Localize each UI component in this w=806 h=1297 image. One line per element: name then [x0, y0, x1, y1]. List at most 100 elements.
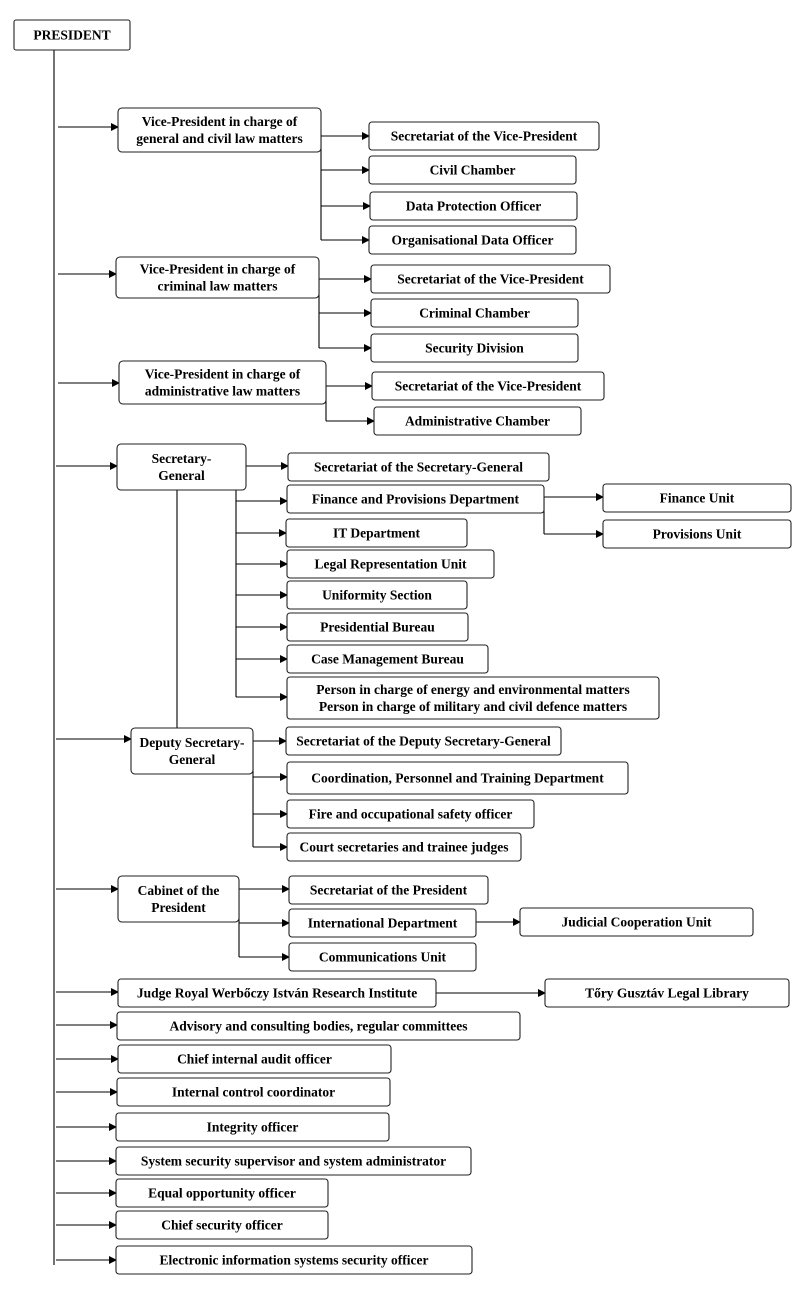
org-box-legal-library: Tőry Gusztáv Legal Library [544, 978, 790, 1008]
org-box-frame [117, 1044, 392, 1074]
org-box-coordination-personnel-training: Coordination, Personnel and Training Dep… [286, 761, 629, 795]
org-box-frame [286, 484, 545, 514]
org-box-system-security: System security supervisor and system ad… [115, 1146, 472, 1176]
org-box-label: Provisions Unit [653, 527, 742, 542]
org-box-label: Finance and Provisions Department [312, 492, 520, 507]
org-box-frame [288, 908, 477, 938]
org-box-label: System security supervisor and system ad… [141, 1154, 446, 1169]
org-box-equal-opportunity: Equal opportunity officer [115, 1178, 329, 1208]
org-box-frame [370, 264, 611, 294]
org-box-label: Judge Royal Werbőczy István Research Ins… [137, 986, 417, 1001]
org-box-frame [116, 443, 247, 491]
org-box-label: President [151, 900, 206, 915]
org-box-deputy-secretary-general: Deputy Secretary-General [130, 727, 254, 775]
org-box-frame [115, 1146, 472, 1176]
org-box-label: Secretary- [152, 451, 212, 466]
org-box-label: Person in charge of energy and environme… [316, 682, 630, 697]
org-box-label: general and civil law matters [136, 131, 302, 146]
org-box-label: Cabinet of the [138, 883, 220, 898]
org-box-chief-internal-audit: Chief internal audit officer [117, 1044, 392, 1074]
org-box-international-department: International Department [288, 908, 477, 938]
org-box-eis-security: Electronic information systems security … [115, 1245, 473, 1275]
org-box-sg-secretariat: Secretariat of the Secretary-General [287, 452, 550, 482]
org-box-label: General [158, 468, 205, 483]
org-box-frame [285, 518, 468, 548]
org-box-label: Electronic information systems security … [160, 1253, 429, 1268]
org-box-label: Equal opportunity officer [148, 1186, 296, 1201]
org-box-frame [116, 1011, 521, 1041]
org-box-presidential-bureau: Presidential Bureau [286, 612, 469, 642]
org-box-label: International Department [308, 916, 458, 931]
org-box-label: Vice-President in charge of [140, 262, 296, 277]
org-box-frame [369, 191, 578, 221]
org-box-frame [544, 978, 790, 1008]
org-box-civil-chamber: Civil Chamber [368, 155, 577, 185]
org-box-label: Integrity officer [207, 1120, 299, 1135]
org-box-frame [286, 676, 660, 720]
org-box-label: Deputy Secretary- [139, 735, 244, 750]
org-box-president: PRESIDENT [13, 19, 131, 51]
org-box-label: Chief internal audit officer [177, 1052, 332, 1067]
org-box-frame [368, 121, 600, 151]
org-box-label: Case Management Bureau [311, 652, 464, 667]
org-box-label: IT Department [333, 526, 421, 541]
org-box-organisational-data-officer: Organisational Data Officer [368, 225, 577, 255]
org-box-label: Coordination, Personnel and Training Dep… [311, 771, 604, 786]
org-box-fire-safety-officer: Fire and occupational safety officer [286, 799, 535, 829]
org-box-frame [115, 1112, 390, 1142]
org-box-label: Person in charge of military and civil d… [319, 699, 627, 714]
org-box-frame [286, 832, 522, 862]
org-box-data-protection-officer: Data Protection Officer [369, 191, 578, 221]
org-box-it-department: IT Department [285, 518, 468, 548]
org-box-president-secretariat: Secretariat of the President [288, 875, 489, 905]
org-box-security-division: Security Division [370, 333, 579, 363]
org-box-label: Finance Unit [660, 491, 735, 506]
org-box-label: PRESIDENT [33, 28, 110, 43]
org-box-frame [13, 19, 131, 51]
org-box-provisions-unit: Provisions Unit [602, 519, 792, 549]
org-box-frame [370, 333, 579, 363]
org-box-frame [116, 1077, 391, 1107]
org-box-energy-defence-persons: Person in charge of energy and environme… [286, 676, 660, 720]
org-box-frame [286, 644, 489, 674]
org-box-label: Criminal Chamber [419, 306, 530, 321]
org-box-label: Judicial Cooperation Unit [561, 915, 712, 930]
org-box-judicial-cooperation-unit: Judicial Cooperation Unit [519, 907, 754, 937]
org-box-internal-control: Internal control coordinator [116, 1077, 391, 1107]
org-box-court-secretaries: Court secretaries and trainee judges [286, 832, 522, 862]
org-box-label: Uniformity Section [322, 588, 432, 603]
org-box-label: criminal law matters [158, 279, 278, 294]
org-box-frame [602, 483, 792, 513]
org-box-frame [117, 107, 322, 153]
org-box-vp-criminal-secretariat: Secretariat of the Vice-President [370, 264, 611, 294]
org-box-vp-criminal: Vice-President in charge of criminal law … [115, 256, 320, 299]
org-box-label: Communications Unit [319, 950, 447, 965]
org-box-frame [115, 1178, 329, 1208]
org-box-frame [288, 875, 489, 905]
org-box-frame [373, 406, 582, 436]
org-box-label: Tőry Gusztáv Legal Library [585, 986, 749, 1001]
org-box-label: Secretariat of the Deputy Secretary-Gene… [296, 734, 551, 749]
org-box-frame [519, 907, 754, 937]
org-box-frame [115, 1210, 329, 1240]
org-box-frame [288, 942, 477, 972]
org-box-finance-unit: Finance Unit [602, 483, 792, 513]
org-box-frame [285, 726, 562, 756]
org-box-label: Court secretaries and trainee judges [300, 840, 509, 855]
org-box-frame [371, 371, 605, 401]
org-box-frame [117, 875, 240, 923]
org-box-label: Presidential Bureau [320, 620, 435, 635]
org-box-frame [118, 360, 327, 405]
org-box-communications-unit: Communications Unit [288, 942, 477, 972]
org-box-frame [286, 761, 629, 795]
org-box-label: Internal control coordinator [172, 1085, 335, 1100]
org-box-label: Administrative Chamber [405, 414, 550, 429]
org-box-frame [602, 519, 792, 549]
org-box-label: Data Protection Officer [406, 199, 541, 214]
org-box-label: Legal Representation Unit [315, 557, 467, 572]
org-box-frame [130, 727, 254, 775]
org-box-frame [286, 612, 469, 642]
org-box-label: Advisory and consulting bodies, regular … [169, 1019, 467, 1034]
